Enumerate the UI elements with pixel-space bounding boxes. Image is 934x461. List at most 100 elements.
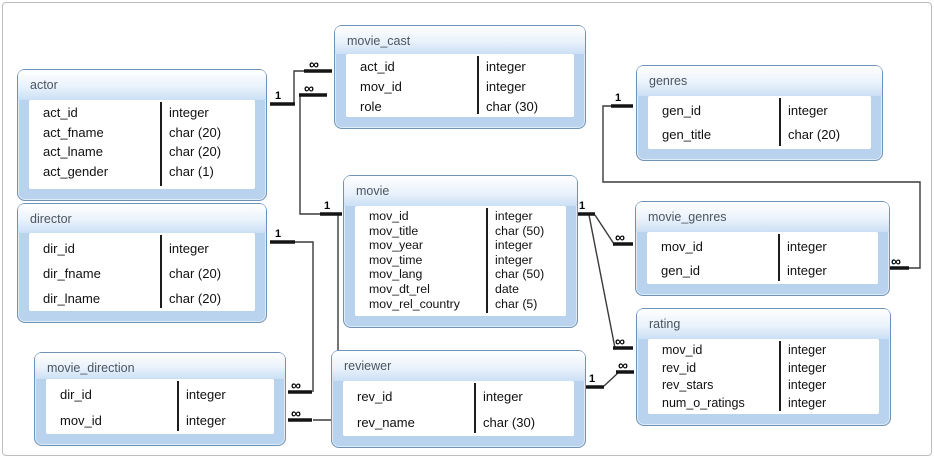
- field-type: integer: [787, 263, 827, 278]
- field-name: mov_rel_country: [369, 296, 460, 311]
- table-title: genres: [637, 66, 882, 96]
- cardinality-rating-many-b: ∞: [618, 357, 628, 373]
- line-reviewer-rating: [603, 371, 620, 387]
- field-type: char (20): [169, 124, 222, 140]
- field-name: dir_id: [60, 387, 92, 402]
- table-title: actor: [18, 70, 266, 100]
- column-divider: [779, 341, 781, 411]
- cardinality-rating-many-a: ∞: [615, 333, 625, 349]
- table-title: rating: [637, 309, 890, 339]
- field-name: role: [360, 99, 382, 114]
- table-title: movie: [344, 176, 577, 206]
- cardinality-movie_cast-many-a: ∞: [309, 56, 319, 72]
- field-name: mov_year: [369, 238, 423, 253]
- field-type: integer: [495, 252, 533, 267]
- line-movie-movie_genres: [594, 214, 615, 245]
- field-name: gen_id: [662, 103, 702, 118]
- cardinality-movie-left-one: 1: [324, 200, 331, 212]
- column-divider: [486, 208, 488, 313]
- column-divider: [778, 234, 780, 281]
- field-type: integer: [788, 103, 828, 118]
- field-name: num_o_ratings: [662, 395, 745, 410]
- column-divider: [477, 56, 479, 114]
- field-type: integer: [486, 79, 526, 94]
- column-divider: [474, 383, 476, 433]
- field-name: rev_id: [662, 360, 697, 375]
- line-movie-rating: [588, 214, 616, 349]
- cardinality-director-one: 1: [275, 228, 282, 240]
- field-name: dir_lname: [43, 291, 101, 306]
- field-type: integer: [788, 395, 827, 410]
- field-name: gen_id: [661, 263, 701, 278]
- field-name: mov_id: [369, 209, 409, 223]
- field-name: act_fname: [43, 124, 104, 140]
- field-type: char (20): [169, 291, 222, 306]
- field-type: date: [495, 281, 519, 296]
- field-type: integer: [788, 378, 827, 392]
- field-name: mov_title: [369, 223, 419, 238]
- field-type: integer: [169, 241, 209, 256]
- column-divider: [160, 235, 162, 308]
- field-name: act_gender: [43, 163, 109, 179]
- field-name: mov_id: [661, 239, 703, 254]
- field-name: mov_id: [662, 343, 703, 357]
- cardinality-movie_genres-many-right: ∞: [891, 253, 901, 269]
- field-name: dir_id: [43, 241, 75, 256]
- field-type: integer: [169, 105, 209, 120]
- field-type: integer: [483, 389, 523, 404]
- field-type: char (30): [486, 99, 539, 114]
- field-type: integer: [495, 238, 533, 253]
- table-title: movie_genres: [636, 202, 889, 232]
- field-type: integer: [788, 343, 827, 357]
- field-name: mov_id: [60, 413, 102, 428]
- cardinality-genres-one: 1: [615, 92, 622, 104]
- field-type: char (50): [495, 267, 545, 282]
- field-type: char (20): [169, 144, 222, 159]
- cardinality-actor-one: 1: [275, 90, 282, 102]
- cardinality-movie_direction-many-b: ∞: [291, 405, 301, 421]
- field-type: integer: [495, 209, 533, 223]
- column-divider: [779, 98, 781, 146]
- cardinality-movie-right-one: 1: [579, 200, 586, 212]
- field-type: integer: [486, 59, 526, 74]
- table-title: director: [18, 204, 266, 233]
- field-name: rev_name: [357, 415, 415, 430]
- table-title: movie_cast: [335, 26, 585, 54]
- field-name: mov_lang: [369, 267, 423, 282]
- line-movie_cast-movie: [299, 95, 321, 215]
- field-type: integer: [186, 413, 226, 428]
- field-type: char (50): [495, 223, 545, 238]
- column-divider: [160, 102, 162, 186]
- column-divider: [177, 381, 179, 431]
- field-name: mov_time: [369, 252, 423, 267]
- field-name: rev_stars: [662, 378, 714, 392]
- field-type: char (5): [495, 296, 538, 311]
- field-type: integer: [788, 360, 827, 375]
- field-type: char (30): [483, 415, 536, 430]
- field-name: dir_fname: [43, 266, 101, 281]
- field-name: mov_dt_rel: [369, 281, 430, 296]
- field-type: char (20): [788, 127, 841, 142]
- field-type: char (20): [169, 266, 222, 281]
- field-name: act_id: [360, 59, 395, 74]
- cardinality-movie_cast-many-b: ∞: [304, 80, 314, 96]
- cardinality-movie_direction-many-a: ∞: [291, 377, 301, 393]
